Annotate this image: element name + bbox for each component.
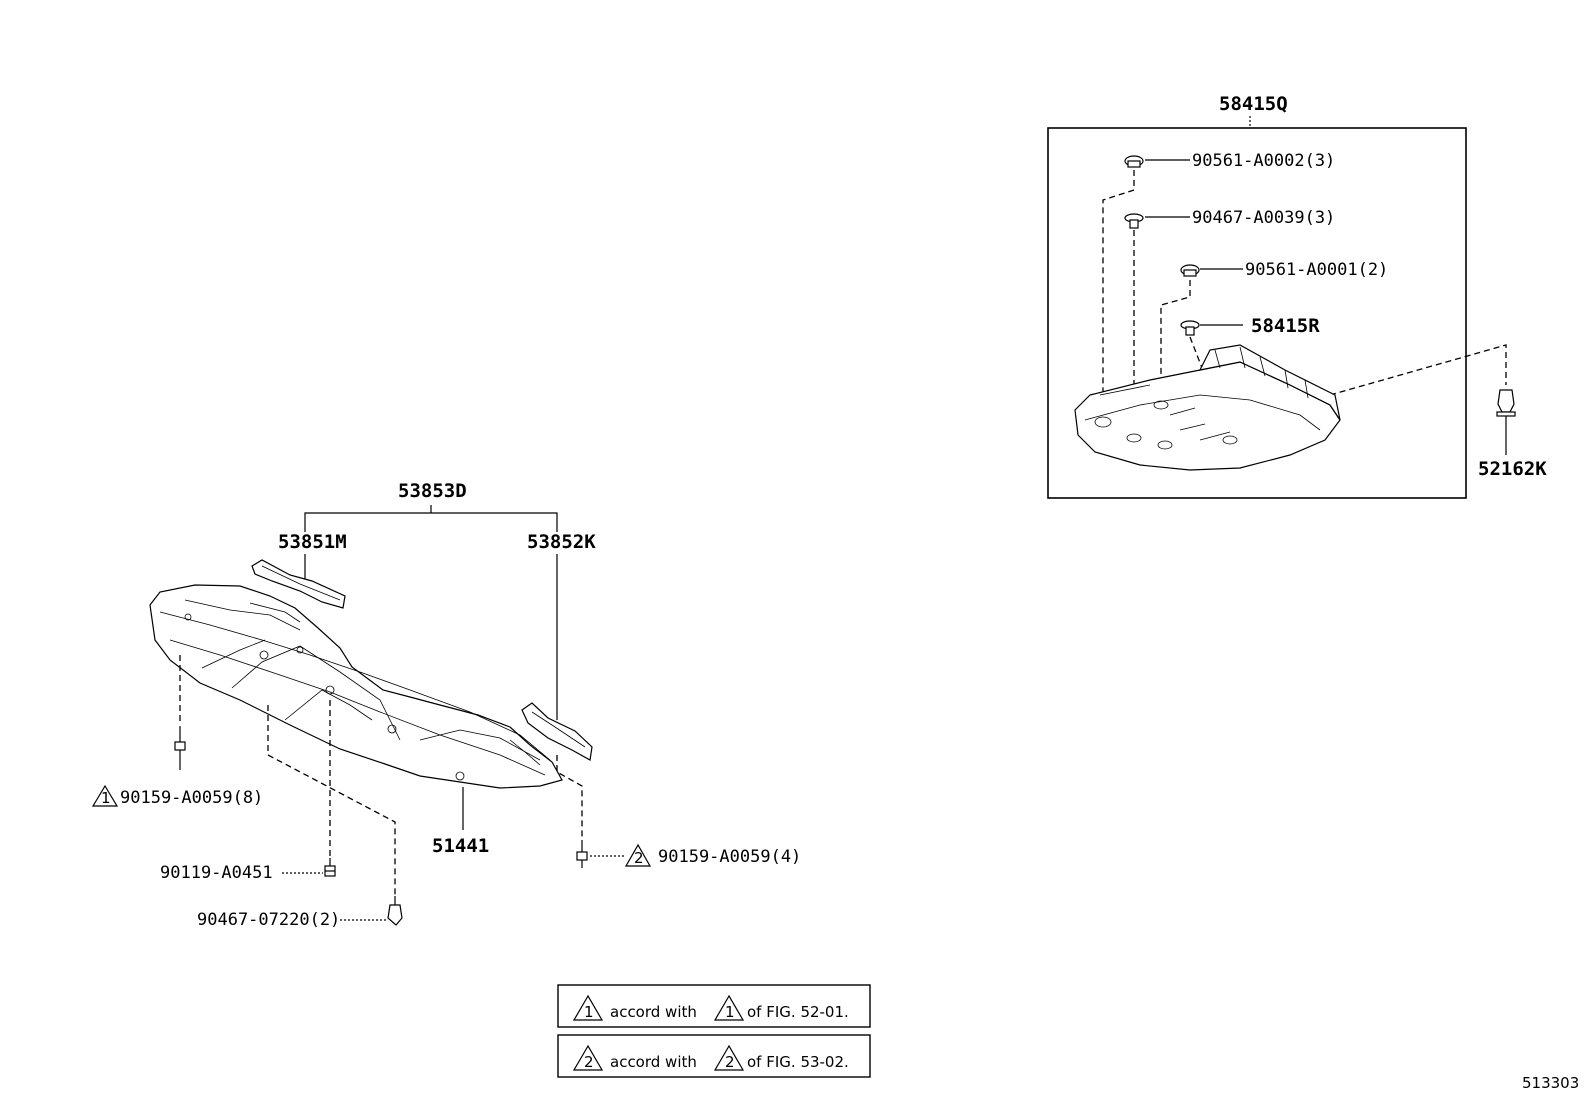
part-label-90159-A0059-8: 90159-A0059(8) [120, 788, 263, 808]
svg-text:2: 2 [584, 1053, 594, 1071]
assembly-bracket-line [304, 512, 558, 521]
svg-text:1: 1 [725, 1003, 735, 1021]
right-assembly: 58415Q 90561-A0002(3) 90467-A0039(3) 905… [1047, 93, 1547, 499]
svg-text:2: 2 [634, 849, 644, 867]
tray-58415Q [1074, 361, 1341, 471]
warning-triangle-icon: 2 [713, 1044, 745, 1071]
svg-text:accord with: accord with [610, 1003, 697, 1021]
figure-code: 513303 [1522, 1074, 1579, 1092]
nut-icon [1180, 264, 1200, 277]
part-label-51441: 51441 [432, 835, 489, 857]
svg-text:of FIG. 52-01.: of FIG. 52-01. [747, 1003, 849, 1021]
warning-triangle-icon: 2 [572, 1044, 604, 1071]
clip-icon [1124, 213, 1144, 229]
clip-icon [1180, 320, 1200, 336]
bolt-icon [576, 840, 588, 868]
part-label-58415R: 58415R [1251, 315, 1320, 337]
svg-text:2: 2 [725, 1053, 735, 1071]
part-label-90561-A0001-2: 90561-A0001(2) [1245, 260, 1388, 280]
part-label-90159-A0059-4: 90159-A0059(4) [658, 847, 801, 867]
part-label-90467-07220-2: 90467-07220(2) [197, 910, 340, 930]
note-2: 2 accord with 2 of FIG. 53-02. [557, 1034, 871, 1078]
engine-under-cover-51441 [149, 584, 563, 789]
warning-triangle-icon: 1 [713, 994, 745, 1021]
svg-text:accord with: accord with [610, 1053, 697, 1071]
push-pin-icon [1496, 389, 1516, 455]
svg-text:of FIG. 53-02.: of FIG. 53-02. [747, 1053, 849, 1071]
nut-icon [1124, 155, 1144, 168]
svg-text:1: 1 [584, 1003, 594, 1021]
assembly-label-53853D: 53853D [398, 480, 467, 502]
note-1: 1 accord with 1 of FIG. 52-01. [557, 984, 871, 1028]
assembly-box-58415Q [1047, 127, 1467, 499]
bolt-icon [174, 726, 186, 770]
part-label-90467-A0039-3: 90467-A0039(3) [1192, 208, 1335, 228]
left-assembly: 53853D 53851M 53852K 51441 [91, 480, 801, 930]
warning-triangle-icon: 2 [624, 843, 652, 867]
warning-triangle-icon: 1 [91, 784, 119, 807]
svg-text:1: 1 [101, 789, 111, 807]
warning-triangle-icon: 1 [572, 994, 604, 1021]
part-label-90119-A0451: 90119-A0451 [160, 863, 273, 883]
clip-icon [387, 896, 403, 926]
bolt-icon [324, 858, 336, 877]
part-label-90561-A0002-3: 90561-A0002(3) [1192, 151, 1335, 171]
assembly-label-58415Q: 58415Q [1219, 93, 1288, 115]
part-label-52162K: 52162K [1478, 458, 1547, 480]
part-label-53852K: 53852K [527, 531, 596, 553]
part-label-53851M: 53851M [278, 531, 347, 553]
